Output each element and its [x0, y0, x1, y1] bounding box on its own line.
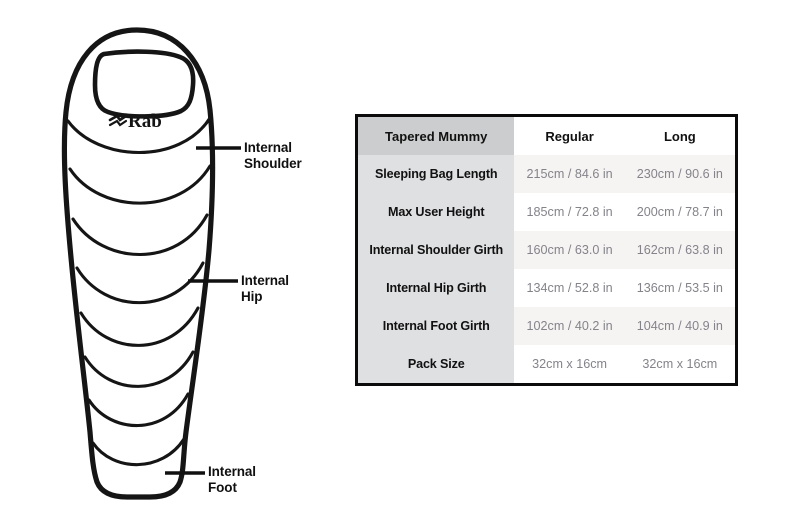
baffle-line-2 — [68, 164, 212, 205]
row-value-regular: 185cm / 72.8 in — [514, 193, 625, 231]
row-label: Pack Size — [358, 345, 515, 383]
row-value-long: 104cm / 40.9 in — [624, 307, 735, 345]
rab-wordmark: Rab — [128, 111, 162, 132]
sleeping-bag-illustration: Rab — [61, 27, 241, 500]
rab-mountain-mark-icon — [108, 114, 128, 127]
header-cell-regular: Regular — [514, 117, 625, 155]
row-value-long: 162cm / 63.8 in — [624, 231, 735, 269]
row-value-long: 32cm x 16cm — [624, 345, 735, 383]
hood-opening-path — [92, 49, 196, 119]
row-label: Sleeping Bag Length — [358, 155, 515, 193]
table-row: Internal Shoulder Girth 160cm / 63.0 in … — [358, 231, 735, 269]
annotation-internal-shoulder: Internal Shoulder — [244, 140, 302, 171]
row-value-long: 230cm / 90.6 in — [624, 155, 735, 193]
row-value-long: 136cm / 53.5 in — [624, 269, 735, 307]
row-value-regular: 134cm / 52.8 in — [514, 269, 625, 307]
size-spec-table-container: Tapered Mummy Regular Long Sleeping Bag … — [355, 114, 738, 386]
row-value-regular: 102cm / 40.2 in — [514, 307, 625, 345]
baffle-line-7 — [87, 392, 190, 428]
row-label: Max User Height — [358, 193, 515, 231]
sleeping-bag-diagram-panel: Rab Internal Shoulder Internal Hip Inter… — [0, 0, 350, 524]
row-value-regular: 32cm x 16cm — [514, 345, 625, 383]
baffle-line-8 — [91, 437, 186, 467]
row-value-regular: 215cm / 84.6 in — [514, 155, 625, 193]
row-value-regular: 160cm / 63.0 in — [514, 231, 625, 269]
size-spec-table: Tapered Mummy Regular Long Sleeping Bag … — [358, 117, 735, 383]
row-label: Internal Shoulder Girth — [358, 231, 515, 269]
baffle-line-3 — [71, 213, 209, 257]
annotation-internal-foot: Internal Foot — [208, 464, 256, 495]
annotation-internal-hip: Internal Hip — [241, 273, 289, 304]
row-label: Internal Hip Girth — [358, 269, 515, 307]
row-value-long: 200cm / 78.7 in — [624, 193, 735, 231]
baffle-line-5 — [79, 306, 200, 347]
table-row: Max User Height 185cm / 72.8 in 200cm / … — [358, 193, 735, 231]
header-cell-long: Long — [624, 117, 735, 155]
baffle-lines-group — [66, 116, 212, 467]
table-row: Sleeping Bag Length 215cm / 84.6 in 230c… — [358, 155, 735, 193]
row-label: Internal Foot Girth — [358, 307, 515, 345]
annotation-leader-lines-group — [165, 146, 241, 475]
header-cell-model: Tapered Mummy — [358, 117, 515, 155]
table-row: Internal Hip Girth 134cm / 52.8 in 136cm… — [358, 269, 735, 307]
table-header-row: Tapered Mummy Regular Long — [358, 117, 735, 155]
table-row: Pack Size 32cm x 16cm 32cm x 16cm — [358, 345, 735, 383]
baffle-line-6 — [83, 350, 195, 388]
baffle-line-1 — [66, 116, 212, 155]
table-row: Internal Foot Girth 102cm / 40.2 in 104c… — [358, 307, 735, 345]
